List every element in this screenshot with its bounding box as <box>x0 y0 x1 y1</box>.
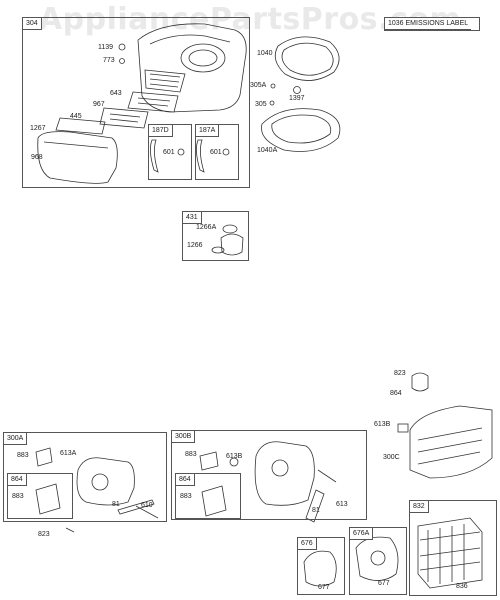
screw-1139-drawing <box>118 43 126 51</box>
part-label-1397: 1397 <box>289 95 305 102</box>
rod-81a-drawing <box>117 499 155 515</box>
group-300a-tag: 300A <box>4 433 28 445</box>
part-305-drawing <box>269 100 275 106</box>
cover-968-drawing <box>37 131 118 184</box>
plate-1040a-drawing <box>261 108 341 152</box>
muffler-300b-drawing <box>254 441 315 506</box>
part-label-883-a2: 883 <box>12 493 24 500</box>
part-label-613: 613 <box>336 501 348 508</box>
screen-832-drawing <box>417 517 483 589</box>
screw-613-drawing <box>317 469 337 483</box>
group-1036-tag: 1036 EMISSIONS LABEL <box>385 18 472 30</box>
tube-187a-drawing <box>196 139 205 173</box>
group-300b-tag: 300B <box>172 431 196 443</box>
gasket-883b2-drawing <box>201 485 227 517</box>
part-label-613a: 613A <box>60 450 77 457</box>
part-label-81-a: 81 <box>112 501 120 508</box>
group-1036: 1036 EMISSIONS LABEL <box>384 17 480 31</box>
group-187a-tag: 187A <box>196 125 220 137</box>
part-305a-drawing <box>270 83 276 89</box>
bolt-613b-right-drawing <box>397 423 409 433</box>
part-label-1139: 1139 <box>98 44 114 51</box>
group-864-a: 864 <box>7 473 73 519</box>
part-label-1040: 1040 <box>257 50 273 57</box>
plate-445-drawing <box>55 117 106 135</box>
part-label-300c: 300C <box>383 454 400 461</box>
part-label-677-a: 677 <box>318 584 330 591</box>
part-1266-drawing <box>211 246 225 254</box>
part-1266a-drawing <box>222 224 238 234</box>
part-label-643: 643 <box>110 90 122 97</box>
group-187d: 187D <box>148 124 192 180</box>
part-label-836: 836 <box>456 583 468 590</box>
group-300b: 300B <box>171 430 367 520</box>
part-label-1266a: 1266A <box>196 224 217 231</box>
screw-773-drawing <box>119 58 125 64</box>
part-label-968: 968 <box>31 154 43 161</box>
group-864-b: 864 <box>175 473 241 519</box>
part-label-883-b: 883 <box>185 451 197 458</box>
part-label-883-a: 883 <box>17 452 29 459</box>
rod-81b-drawing <box>305 489 325 523</box>
group-187d-tag: 187D <box>149 125 173 137</box>
bolt-613b-drawing <box>229 457 239 467</box>
part-label-81-b: 81 <box>312 507 320 514</box>
tube-187d-drawing <box>150 139 159 173</box>
guard-676-drawing <box>303 550 337 587</box>
part-label-823-top: 823 <box>394 370 406 377</box>
gasket-1040-drawing <box>274 36 340 81</box>
part-label-967: 967 <box>93 101 105 108</box>
muffler-300c-drawing <box>409 405 493 479</box>
gasket-883a2-drawing <box>35 483 61 515</box>
part-1397-drawing <box>293 86 301 94</box>
bolt-823-bottom-drawing <box>65 527 75 533</box>
group-832: 832 <box>409 500 497 596</box>
part-label-773: 773 <box>103 57 115 64</box>
part-label-305a: 305A <box>250 82 267 89</box>
part-label-610: 610 <box>141 502 153 509</box>
group-832-tag: 832 <box>410 501 429 513</box>
clamp-823-drawing <box>411 372 429 392</box>
group-676a: 676A <box>349 527 407 595</box>
part-label-305: 305 <box>255 101 267 108</box>
group-864b-tag: 864 <box>176 474 195 486</box>
group-676: 676 <box>297 537 345 595</box>
part-label-601-a: 601 <box>210 149 222 156</box>
part-label-883-b2: 883 <box>180 493 192 500</box>
group-864a-tag: 864 <box>8 474 27 486</box>
group-304-tag: 304 <box>23 18 42 30</box>
panel-643-drawing <box>127 91 179 113</box>
gasket-883b-drawing <box>199 451 219 471</box>
part-label-601-d: 601 <box>163 149 175 156</box>
part-label-823-bottom: 823 <box>38 531 50 538</box>
blower-housing-drawing <box>137 23 247 113</box>
part-label-1266: 1266 <box>187 242 203 249</box>
muffler-300a-drawing <box>76 457 135 506</box>
part-label-613b-right: 613B <box>374 421 391 428</box>
group-676-tag: 676 <box>298 538 317 550</box>
screw-610-drawing <box>135 505 159 519</box>
group-304: 304 <box>22 17 250 188</box>
cap-431-drawing <box>220 233 244 256</box>
group-300a: 300A <box>3 432 167 522</box>
part-label-445: 445 <box>70 113 82 120</box>
part-label-1040a: 1040A <box>257 147 278 154</box>
part-label-677-b: 677 <box>378 580 390 587</box>
group-676a-tag: 676A <box>350 528 374 540</box>
panel-967-drawing <box>99 107 149 129</box>
group-431: 431 <box>182 211 249 261</box>
part-label-864-top: 864 <box>390 390 402 397</box>
group-187a: 187A <box>195 124 239 180</box>
part-label-1267: 1267 <box>30 125 46 132</box>
group-431-tag: 431 <box>183 212 202 224</box>
gasket-883a-drawing <box>35 447 53 467</box>
part-label-613b: 613B <box>226 453 243 460</box>
